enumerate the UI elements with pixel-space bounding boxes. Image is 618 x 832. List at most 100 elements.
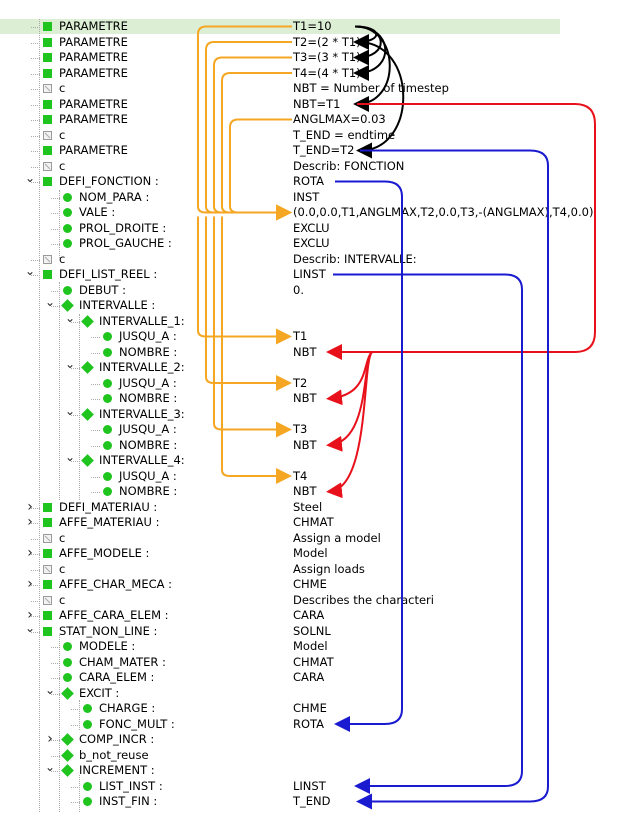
tree-row[interactable]: ⌄DEFI_FONCTION :ROTA [0, 171, 560, 189]
node-label: c [59, 81, 66, 95]
tree-row[interactable]: DEBUT :0. [0, 283, 560, 298]
expand-chevron-icon[interactable]: › [27, 514, 33, 530]
node-value: CHME [293, 577, 327, 591]
tree-row[interactable]: VALE :(0.0,0.0,T1,ANGLMAX,T2,0.0,T3,-(AN… [0, 205, 593, 220]
node-label: LIST_INST : [99, 778, 163, 793]
node-label: DEFI_LIST_REEL : [59, 267, 158, 281]
collapse-chevron-icon[interactable]: ⌄ [65, 403, 76, 418]
tree-row[interactable]: NOMBRE :NBT [0, 345, 560, 360]
expand-chevron-icon[interactable]: › [27, 545, 33, 561]
tree-row[interactable]: JUSQU_A :T3 [0, 422, 560, 437]
tree-row[interactable]: ›DEFI_MATERIAU :Steel [0, 500, 560, 515]
green-circle-icon [63, 223, 72, 233]
tree-row[interactable]: ⌄ INTERVALLE : [0, 295, 560, 313]
tree-guide [51, 306, 60, 307]
tree-guide [71, 368, 80, 369]
tree-row[interactable]: JUSQU_A :T2 [0, 376, 560, 391]
node-label: INTERVALLE : [79, 298, 156, 312]
green-circle-icon [83, 797, 92, 806]
tree-row[interactable]: b_not_reuse [0, 748, 560, 763]
expand-chevron-icon[interactable]: › [27, 576, 33, 592]
node-value: CARA [293, 670, 325, 684]
tree-row[interactable]: ⌄EXCIT : [0, 682, 560, 701]
tree-row[interactable]: ›AFFE_CHAR_MECA :CHME [0, 577, 560, 592]
node-label: DEBUT : [79, 282, 126, 297]
green-square-icon [43, 115, 52, 124]
collapse-chevron-icon[interactable]: ⌄ [65, 450, 76, 464]
green-diamond-icon [61, 748, 74, 762]
tree-guide [51, 693, 60, 695]
node-label: CHAM_MATER : [79, 654, 166, 669]
node-label: AFFE_MATERIAU : [59, 515, 160, 529]
tree-row[interactable]: ⌄INTERVALLE_4: [0, 450, 560, 468]
tree-row[interactable]: PROL_GAUCHE :EXCLU [0, 236, 560, 251]
tree-row[interactable]: ⌄INTERVALLE_2: [0, 357, 560, 375]
collapse-chevron-icon[interactable]: ⌄ [25, 264, 36, 278]
expand-chevron-icon[interactable]: › [27, 607, 33, 623]
green-square-icon [43, 611, 52, 620]
collapse-chevron-icon[interactable]: ⌄ [45, 295, 56, 309]
tree-row[interactable]: LIST_INST :LINST [0, 779, 560, 794]
tree-row[interactable]: CHARGE :CHME [0, 701, 560, 716]
node-label: JUSQU_A : [119, 329, 177, 343]
tree-guide [39, 19, 40, 812]
tree-row[interactable]: ⌄ INCREMENT : [0, 760, 560, 778]
tree-row[interactable]: CHAM_MATER :CHMAT [0, 655, 560, 670]
tree-row[interactable]: ⌄INTERVALLE_1: [0, 310, 560, 329]
node-value: CARA [293, 608, 325, 622]
tree-guide [79, 314, 80, 500]
comment-icon [43, 254, 52, 264]
collapse-chevron-icon[interactable]: ⌄ [45, 682, 56, 697]
tree-row[interactable]: NOMBRE :NBT [0, 391, 560, 406]
tree-row[interactable]: › COMP_INCR : [0, 732, 560, 747]
collapse-chevron-icon[interactable]: ⌄ [65, 357, 76, 371]
node-value: Describ: FONCTION [293, 158, 405, 173]
collapse-chevron-icon[interactable]: ⌄ [25, 171, 36, 185]
tree-row[interactable]: ⌄STAT_NON_LINE :SOLNL [0, 620, 560, 639]
tree-row[interactable]: INST_FIN :T_END [0, 794, 560, 809]
tree-row[interactable]: JUSQU_A :T4 [0, 469, 560, 484]
tree-row[interactable]: CARA_ELEM :CARA [0, 670, 560, 685]
node-value: ANGLMAX=0.03 [293, 112, 386, 126]
collapse-chevron-icon[interactable]: ⌄ [65, 310, 76, 325]
tree-row[interactable]: ⌄INTERVALLE_3: [0, 403, 560, 422]
tree-row[interactable]: JUSQU_A :T1 [0, 329, 560, 344]
tree-row[interactable]: ›AFFE_MODELE :Model [0, 546, 560, 561]
node-label: INCREMENT : [79, 763, 155, 777]
tree-row[interactable]: NOMBRE :NBT [0, 484, 560, 499]
node-label: MODELE : [79, 639, 136, 653]
node-label: AFFE_CARA_ELEM : [59, 608, 169, 622]
expand-chevron-icon[interactable]: › [47, 731, 53, 747]
green-diamond-icon [61, 686, 74, 700]
tree-guide [51, 771, 60, 772]
node-label: b_not_reuse [79, 747, 149, 762]
tree-row[interactable]: NOM_PARA :INST [0, 190, 560, 205]
green-square-icon [43, 580, 52, 589]
tree-row[interactable]: › AFFE_CARA_ELEM : CARA [0, 608, 560, 623]
tree-row[interactable]: ›AFFE_MATERIAU :CHMAT [0, 515, 560, 530]
expand-chevron-icon[interactable]: › [27, 498, 33, 515]
tree-row[interactable]: NOMBRE :NBT [0, 438, 560, 453]
node-label: COMP_INCR : [79, 732, 155, 746]
node-value: T_END=T2 [293, 143, 355, 157]
collapse-chevron-icon[interactable]: ⌄ [45, 760, 56, 774]
tree-row[interactable]: FONC_MULT :ROTA [0, 717, 560, 732]
collapse-chevron-icon[interactable]: ⌄ [25, 620, 36, 635]
tree-row[interactable]: PROL_DROITE :EXCLU [0, 221, 560, 236]
tree-row[interactable]: MODELE :Model [0, 639, 560, 654]
tree-row[interactable]: ⌄DEFI_LIST_REEL :LINST [0, 264, 560, 282]
